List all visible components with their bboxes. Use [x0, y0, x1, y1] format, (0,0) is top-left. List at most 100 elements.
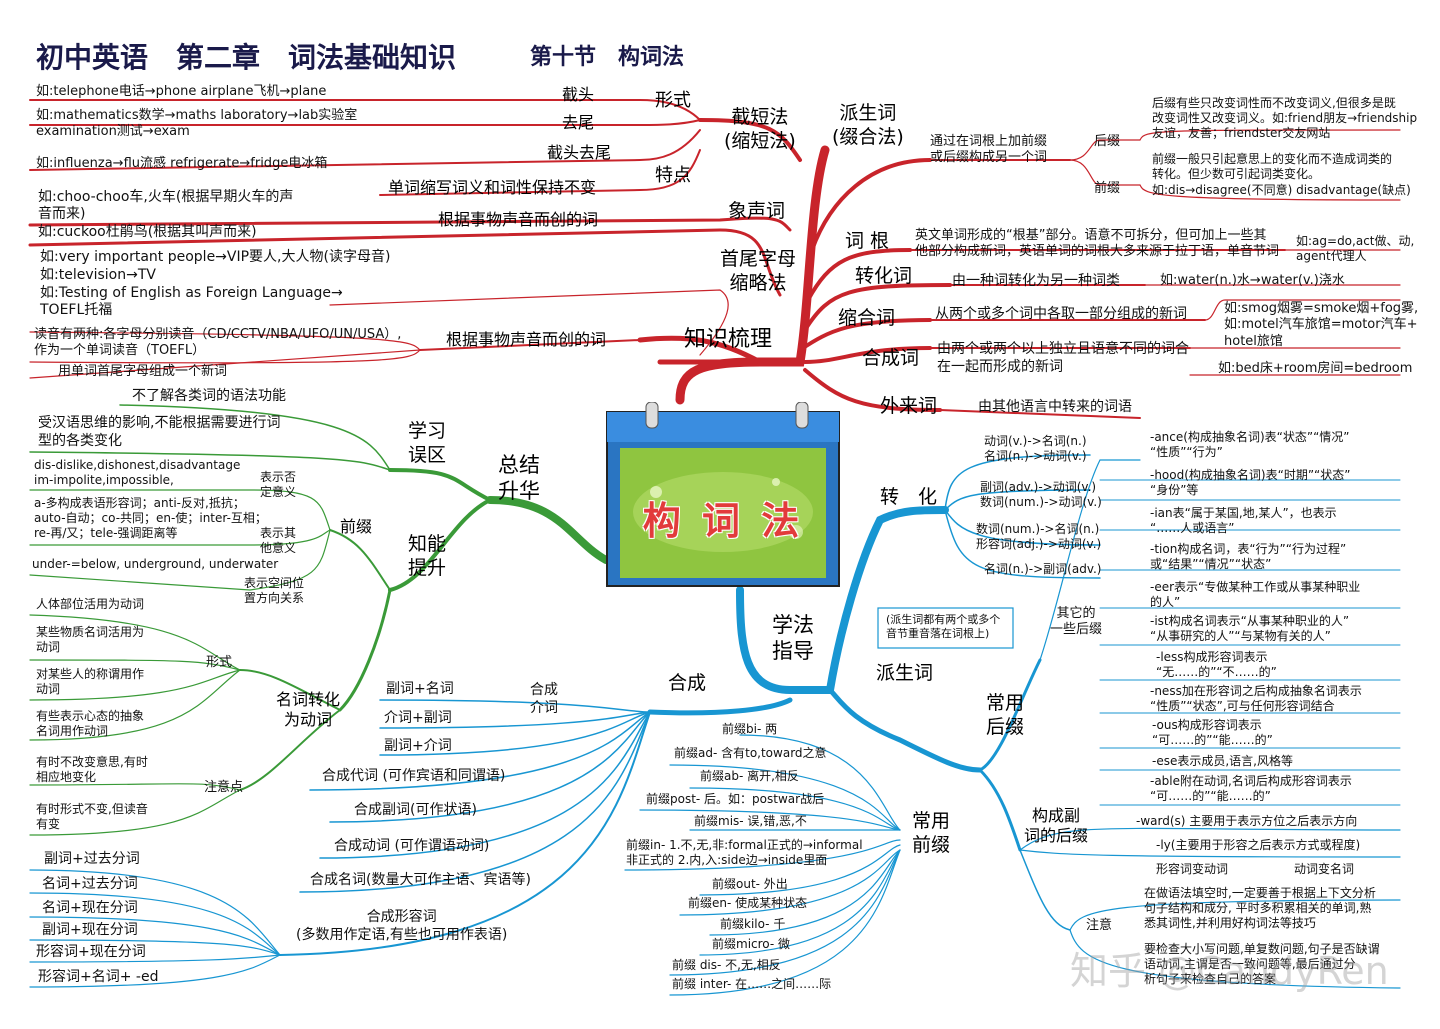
zhuanhua-1: 动词(v.)->名词(n.) 名词(n.)->动词(v.) — [984, 434, 1087, 463]
xsc-ex1: 如:choo-choo车,火车(根据早期火车的声 — [38, 189, 294, 205]
qianzhui-kilo: 前缀kilo- 千 — [720, 917, 786, 931]
houzhui-eer: -eer表示“专做某种工作或从事某种职业 的人” — [1150, 580, 1361, 609]
node-paishengci-blue: 派生词 — [876, 662, 934, 684]
houzhui-able: -able附在动词,名词后构成形容词表示 “可……的”“能……的” — [1150, 774, 1352, 803]
node-tedian: 特点 — [655, 165, 691, 186]
houzhui-ness: -ness加在形容词之后构成抽象名词表示 “性质”“状态”,可与任何形容词结合 — [1150, 684, 1362, 713]
houzhui-ance: -ance(构成抽象名词)表“状态”“情况” “性质”“行为” — [1150, 430, 1350, 459]
node-qita-houzhui: 其它的 一些后缀 — [1050, 606, 1103, 638]
houzhui-ese: -ese表示成员,语言,风格等 — [1152, 754, 1293, 768]
zhuanhua-2: 副词(adv.)->动词(v.) 数词(num.)->动词(v.) — [980, 480, 1102, 509]
xsc-ex1b: 音而来) — [38, 206, 86, 222]
szm-ex2: 如:television→TV — [40, 267, 156, 283]
szm-read: 读音有两种:各字母分别读音（CD/CCTV/NBA/UFO/UN/USA）, — [34, 327, 402, 342]
qianzhui-bi: 前缀bi- 两 — [722, 722, 778, 736]
qianzhui-en: 前缀en- 使成某种状态 — [688, 896, 808, 910]
houzhui-less: -less构成形容词表示 “无……的”“不……的” — [1156, 650, 1277, 679]
node-zhuyi: 注意 — [1086, 918, 1113, 933]
xingrongci-2: 名词+过去分词 — [42, 876, 138, 892]
suoheci-ex: 如:smog烟雾=smoke烟+fog雾, 如:motel汽车旅馆=motor汽… — [1224, 301, 1419, 349]
node-qianzhui: 前缀 — [1094, 181, 1121, 196]
fuci-ly: -ly(主要用于形容之后表示方式或程度) — [1156, 838, 1361, 852]
cigen-ex: 如:ag=do,act做、动, agent代理人 — [1296, 234, 1415, 263]
node-mingci-zhuanhua: 名词转化 为动词 — [276, 690, 341, 729]
xiangshengci-desc: 根据事物声音而创的词 — [438, 210, 599, 229]
ex-jietou: 如:telephone电话→phone airplane飞机→plane — [36, 84, 327, 99]
jieci-3: 副词+介词 — [384, 738, 452, 754]
qianzhui-ab: 前缀ab- 离开,相反 — [700, 769, 799, 783]
houzhui-ist: -ist构成名词表示“从事某种职业的人” “从事研究的人”“与某物有关的人” — [1150, 614, 1350, 643]
node-kongjian: 表示空间位 置方向关系 — [244, 576, 305, 605]
qianzhui-inter: 前缀 inter- 在……之间……际 — [672, 977, 832, 991]
xsc-ex2: 如:cuckoo杜鹃鸟(根据其叫声而来) — [38, 224, 257, 240]
node-qianzhui-green: 前缀 — [340, 517, 373, 536]
qianzhui-in: 前缀in- 1.不,无,非:formal正式的→informal 非正式的 2.… — [626, 838, 863, 867]
node-zhuanhua-blue: 转 化 — [880, 486, 938, 508]
suoheci-desc: 从两个或多个词中各取一部分组成的新词 — [935, 306, 1187, 322]
zhuyi-1: 在做语法填空时,一定要善于根据上下文分析 句子结构和成分, 平时多积累相关的单词… — [1144, 886, 1376, 930]
xingrongci-5: 形容词+现在分词 — [36, 944, 146, 960]
node-quwei: 去尾 — [562, 113, 595, 132]
hecheng-daici: 合成代词 (可作宾语和同谓语) — [322, 768, 506, 784]
kongjian-ex: under-=below, underground, underwater — [32, 557, 279, 571]
zhuanhua-3: 数词(num.)->名词(n.) 形容词(adj.)->动词(v.) — [976, 522, 1102, 551]
heshengci-desc: 由两个或两个以上独立且语意不同的词合 在一起而形成的新词 — [937, 341, 1189, 375]
heshengci-ex: 如:bed床+room房间=bedroom — [1218, 361, 1413, 376]
qianzhui-ex: 如:dis→disagree(不同意) disadvantage(缺点) — [1152, 183, 1411, 197]
node-jietou: 截头 — [562, 85, 595, 104]
branch-zhishi-shuli: 知识梳理 — [684, 327, 773, 352]
zhuyidian-1: 有时不改变意思,有时 相应地变化 — [36, 755, 148, 784]
node-xingshi: 形式 — [655, 90, 691, 111]
qianzhui-desc: 前缀一般只引起意思上的变化而不造成词类的 转化。但少数可引起词类变化。 — [1152, 152, 1393, 181]
hecheng-mingci: 合成名词(数量大可作主语、宾语等) — [310, 872, 531, 888]
xrc-bian-dongci: 形容词变动词 — [1156, 862, 1229, 876]
szm-read-2: 作为一个单词读音（TOEFL） — [34, 343, 206, 358]
wuqu-1: 不了解各类词的语法功能 — [132, 388, 286, 404]
ex-quwei-2: examination测试→exam — [36, 124, 190, 139]
node-jietouquwei: 截头去尾 — [547, 143, 612, 162]
zhuanhuaci-desc: 由一种词转化为另一种词类 — [952, 273, 1120, 289]
page-title: 初中英语 第二章 词法基础知识 — [36, 41, 457, 74]
node-suoheci: 缩合词 — [838, 307, 896, 329]
wuqu-2: 受汉语思维的影响,不能根据需要进行词 型的各类变化 — [38, 415, 281, 449]
node-xingshi-green: 形式 — [206, 655, 233, 670]
node-houzhui: 后缀 — [1094, 134, 1121, 149]
node-xiangshengci: 象声词 — [728, 200, 786, 222]
paishengci-note: (派生词都有两个或多个 音节重音落在词根上) — [886, 613, 1001, 640]
zhuanhuaci-ex: 如:water(n.)水→water(v.)浇水 — [1160, 273, 1345, 288]
dongci-bian-mingci: 动词变名词 — [1294, 862, 1355, 876]
xingshi-2: 某些物质名词活用为 动词 — [36, 625, 145, 654]
szm-ex1: 如:very important people→VIP要人,大人物(读字母音) — [40, 249, 391, 265]
branch-zongjie-shenghua: 总结 升华 — [498, 453, 540, 504]
jieci-2: 介词+副词 — [384, 710, 452, 726]
node-paishengci: 派生词 (缀合法) — [832, 102, 904, 148]
node-xuexi-wuqu: 学习 误区 — [408, 420, 447, 466]
cigen-desc: 英文单词形成的“根基”部分。语意不可拆分，但可加上一些其 他部分构成新词，英语单… — [915, 228, 1280, 260]
zhuanhua-4: 名词(n.)->副词(adv.) — [984, 562, 1102, 576]
ex-quwei: 如:mathematics数学→maths laboratory→lab实验室 — [36, 108, 358, 123]
qianzhui-dis: 前缀 dis- 不,无,相反 — [672, 958, 781, 972]
node-zhuanhuaci: 转化词 — [855, 265, 913, 287]
xingshi-3: 对某些人的称谓用作 动词 — [36, 667, 145, 696]
qianzhui-out: 前缀out- 外出 — [712, 877, 788, 891]
zhuyi-2: 要检查大小写问题,单复数问题,句子是否缺谓 语动词,主谓是否一致问题等,最后通过… — [1144, 942, 1380, 986]
node-goucheng-fuci: 构成副 词的后缀 — [1024, 806, 1089, 845]
szm-ex3: 如:Testing of English as Foreign Language… — [40, 285, 343, 301]
qianzhui-mis: 前缀mis- 误,错,恶,不 — [694, 814, 807, 828]
jieci-1: 副词+名词 — [386, 681, 454, 697]
center-card — [606, 401, 840, 588]
szm-ex3b: TOEFL托福 — [40, 302, 113, 318]
node-heshengci: 合成词 — [862, 347, 920, 369]
szm-desc: 根据事物声音而创的词 — [446, 330, 607, 349]
qianzhui-ad: 前缀ad- 含有to,toward之意 — [674, 746, 827, 760]
xingrongci-1: 副词+过去分词 — [44, 851, 140, 867]
houzhui-ous: -ous构成形容词表示 “可……的”“能……的” — [1152, 718, 1273, 747]
hecheng-dongci: 合成动词 (可作谓语动词) — [334, 838, 490, 854]
node-cigen: 词 根 — [845, 230, 890, 252]
xingshi-4: 有些表示心态的抽象 名词用作动词 — [36, 709, 145, 738]
node-jieduanfa: 截短法 (缩短法) — [724, 106, 796, 152]
calendar-icon — [606, 401, 840, 587]
ex-jietouquwei: 如:influenza→flu流感 refrigerate→fridge电冰箱 — [36, 156, 328, 171]
qianzhui-micro: 前缀micro- 微 — [712, 937, 791, 951]
